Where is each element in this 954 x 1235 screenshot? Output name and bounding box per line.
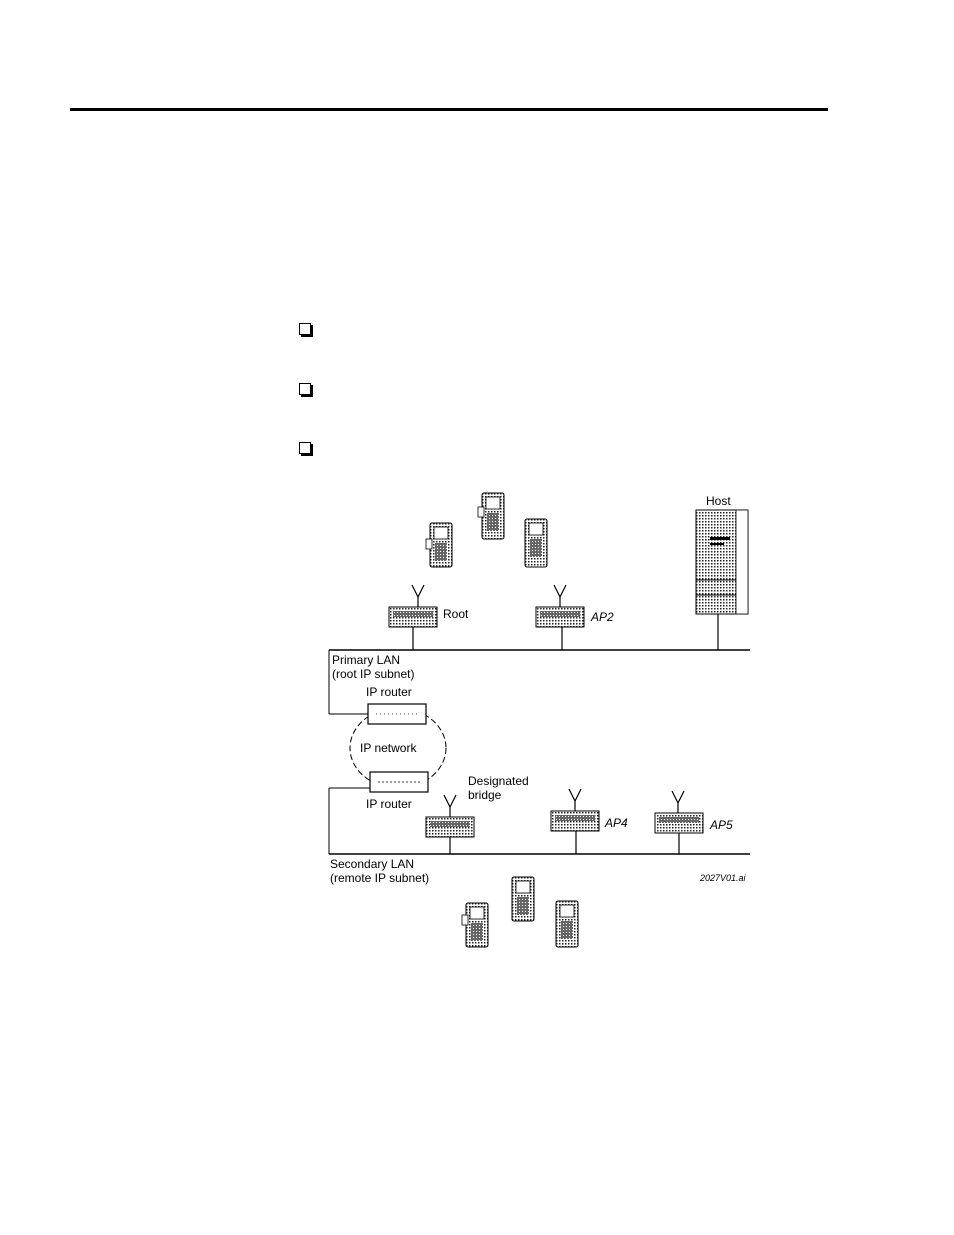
ap2-access-point-icon [535, 584, 585, 650]
host-label: Host [706, 494, 731, 508]
ap5-label: AP5 [709, 818, 733, 832]
figure-id-label: 2027V01.ai [699, 873, 747, 883]
designated-bridge-label-2: bridge [468, 788, 502, 802]
handheld-terminal-icon [477, 492, 505, 540]
primary-subnet-label: (root IP subnet) [332, 667, 415, 681]
handheld-terminal-icon [555, 900, 579, 948]
bullet-checkbox-1 [299, 323, 311, 335]
designated-bridge-icon [425, 794, 475, 854]
host-computer-icon [695, 509, 749, 650]
ap2-label: AP2 [590, 610, 614, 624]
root-label: Root [443, 607, 469, 621]
ap4-label: AP4 [604, 816, 628, 830]
ip-network-label: IP network [360, 741, 417, 755]
handheld-terminal-icon [511, 876, 535, 922]
ip-router-top-label: IP router [366, 685, 412, 699]
handheld-terminal-icon [425, 522, 453, 568]
bullet-checkbox-3 [299, 442, 311, 454]
secondary-subnet-label: (remote IP subnet) [330, 871, 429, 885]
root-access-point-icon [388, 584, 438, 650]
network-diagram: Host Root AP2 Primary LAN (root IP subne… [328, 492, 750, 948]
ip-router-bottom-label: IP router [366, 797, 412, 811]
secondary-lan-label: Secondary LAN [330, 857, 414, 871]
ap5-access-point-icon [654, 790, 704, 854]
designated-bridge-label-1: Designated [468, 774, 529, 788]
primary-lan-label: Primary LAN [332, 653, 400, 667]
header-rule [70, 108, 828, 111]
handheld-terminal-icon [461, 902, 489, 948]
ap4-access-point-icon [550, 788, 600, 854]
bullet-checkbox-2 [299, 383, 311, 395]
handheld-terminal-icon [524, 518, 548, 568]
